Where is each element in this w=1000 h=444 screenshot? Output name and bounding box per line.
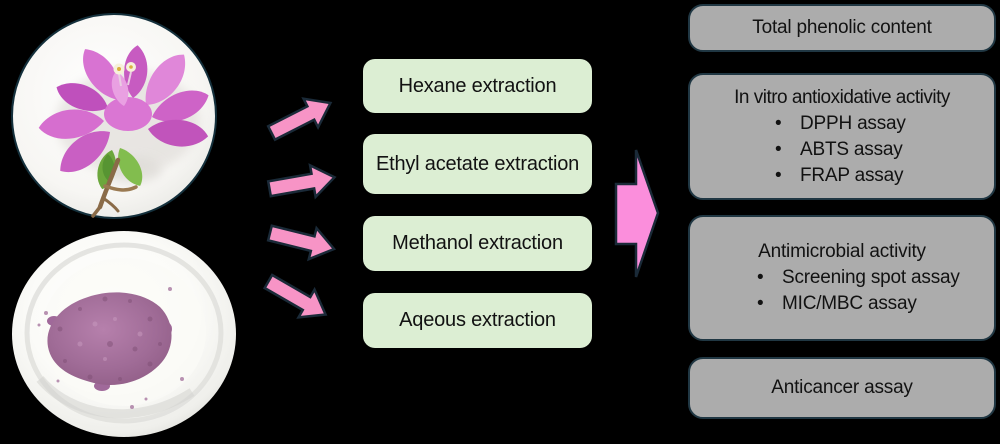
assay-box-antioxidative: In vitro antioxidative activity • DPPH a…	[688, 73, 996, 200]
assay-bullet-item: • DPPH assay	[690, 111, 994, 137]
arrow-to-aqeous	[262, 273, 328, 319]
arrow-to-hexane	[266, 97, 333, 142]
extraction-label: Ethyl acetate extraction	[375, 152, 580, 175]
main-arrow-to-assays	[614, 149, 660, 278]
assay-box-anticancer: Anticancer assay	[688, 357, 996, 419]
bullet-icon: •	[775, 112, 782, 134]
assay-title: Total phenolic content	[752, 17, 932, 38]
bullet-text: FRAP assay	[800, 164, 904, 186]
powder-photo	[10, 229, 238, 441]
bullet-text: Screening spot assay	[782, 267, 960, 288]
bullet-text: ABTS assay	[800, 138, 903, 160]
extraction-box-ethyl-acetate: Ethyl acetate extraction	[363, 134, 592, 194]
bougainvillea-flower-illustration	[11, 13, 217, 219]
assay-bullet-item: • FRAP assay	[690, 163, 994, 189]
assay-box-total-phenolic: Total phenolic content	[688, 4, 996, 52]
plant-powder-bowl-illustration	[12, 231, 236, 437]
assay-title: Anticancer assay	[771, 377, 913, 398]
bullet-icon: •	[757, 267, 764, 288]
bullet-text: DPPH assay	[800, 112, 906, 134]
assay-title: Antimicrobial activity	[758, 241, 926, 262]
arrow-to-methanol	[266, 224, 337, 262]
extraction-box-hexane: Hexane extraction	[363, 59, 592, 113]
extraction-label: Hexane extraction	[398, 74, 557, 97]
assay-bullet-item: • Screening spot assay	[690, 265, 994, 291]
extraction-label: Methanol extraction	[392, 232, 563, 254]
bullet-text: MIC/MBC assay	[782, 293, 917, 314]
assay-bullet-item: • MIC/MBC assay	[690, 291, 994, 317]
flower-photo	[6, 10, 222, 224]
extraction-box-aqeous: Aqeous extraction	[363, 293, 592, 348]
assay-bullet-item: • ABTS assay	[690, 137, 994, 163]
assay-title: In vitro antioxidative activity	[734, 86, 950, 108]
bullet-icon: •	[775, 164, 782, 186]
bullet-icon: •	[775, 138, 782, 160]
assay-box-antimicrobial: Antimicrobial activity • Screening spot …	[688, 215, 996, 341]
extraction-label: Aqeous extraction	[399, 309, 556, 331]
arrow-to-ethyl-acetate	[266, 163, 337, 200]
extraction-box-methanol: Methanol extraction	[363, 216, 592, 271]
bullet-icon: •	[757, 293, 764, 314]
